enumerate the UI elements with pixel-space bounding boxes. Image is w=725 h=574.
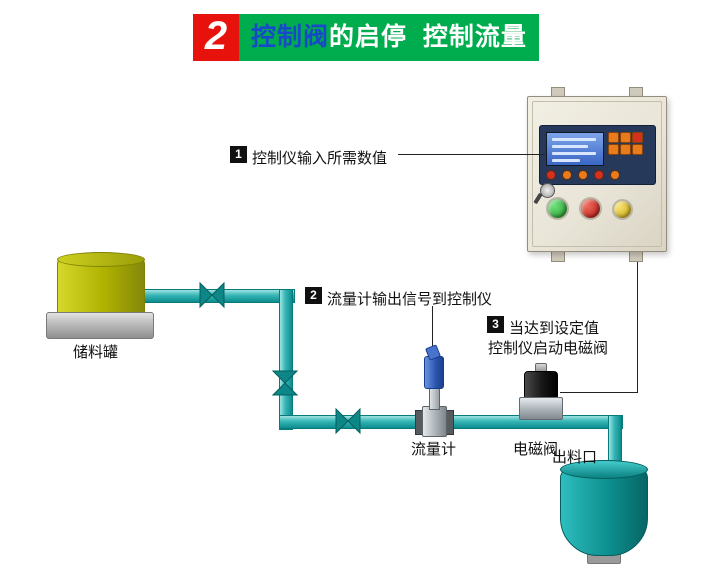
banner-title-white: 的启停 控制流量 [329, 23, 527, 51]
lcd-text-line [552, 159, 580, 162]
banner-title-blue: 控制阀 [251, 23, 330, 51]
annotation2-connector-line [432, 306, 433, 357]
outlet-label: 出料口 [552, 449, 598, 466]
panel-button[interactable] [610, 170, 620, 180]
outlet-container-rim [560, 460, 648, 479]
annotation1-text: 控制仪输入所需数值 [252, 150, 388, 167]
annotation1-number-badge: 1 [230, 146, 247, 163]
cabinet-door-outline [532, 101, 662, 247]
annotation2-text: 流量计输出信号到控制仪 [327, 291, 493, 308]
storage-tank-body [57, 258, 145, 318]
keypad-key[interactable] [632, 132, 643, 143]
pipe-coupling-icon [199, 282, 225, 308]
storage-tank-base [46, 312, 154, 339]
pipe-vertical-drop [279, 289, 293, 430]
controller-panel [539, 125, 656, 185]
keypad-key[interactable] [620, 144, 631, 155]
green-button[interactable] [546, 197, 569, 220]
control-cabinet [527, 96, 667, 252]
panel-button[interactable] [546, 170, 556, 180]
annotation1-connector-line [398, 154, 545, 155]
annotation2-number-badge: 2 [305, 287, 322, 304]
keypad-key[interactable] [620, 132, 631, 143]
pipe-coupling-icon [335, 408, 361, 434]
flowmeter-transmitter [424, 356, 444, 389]
flowmeter-label: 流量计 [411, 441, 457, 458]
panel-button[interactable] [594, 170, 604, 180]
banner-title: 控制阀的启停 控制流量 [239, 14, 539, 61]
red-button[interactable] [579, 197, 602, 220]
keypad-key[interactable] [608, 132, 619, 143]
pipe-coupling-icon [272, 370, 298, 396]
storage-tank-top [57, 252, 145, 267]
panel-button[interactable] [578, 170, 588, 180]
flowmeter-body [422, 406, 447, 437]
outlet-container-body [560, 468, 648, 556]
lcd-text-line [552, 138, 596, 141]
lcd-screen [546, 132, 604, 166]
keypad-key[interactable] [632, 144, 643, 155]
solenoid-valve-body [519, 397, 563, 420]
step-number-badge: 2 [193, 14, 239, 61]
panel-button[interactable] [562, 170, 572, 180]
annotation3-text-line1: 当达到设定值 [509, 320, 600, 337]
solenoid-coil [524, 371, 558, 400]
key-switch[interactable] [540, 183, 555, 198]
title-banner: 2 控制阀的启停 控制流量 [193, 14, 539, 61]
annotation3-text-line2: 控制仪启动电磁阀 [488, 340, 609, 357]
solenoid-label: 电磁阀 [513, 441, 559, 458]
annotation3-number-badge: 3 [487, 316, 504, 333]
panel-button-row [546, 170, 650, 180]
keypad [608, 132, 650, 164]
yellow-button[interactable] [612, 199, 633, 220]
tank-label: 储料罐 [73, 344, 119, 361]
cabinet-to-valve-line-vertical [637, 250, 638, 392]
cabinet-to-valve-line-horizontal [560, 392, 638, 393]
keypad-key[interactable] [608, 144, 619, 155]
lcd-text-line [552, 145, 588, 148]
lcd-text-line [552, 152, 596, 155]
